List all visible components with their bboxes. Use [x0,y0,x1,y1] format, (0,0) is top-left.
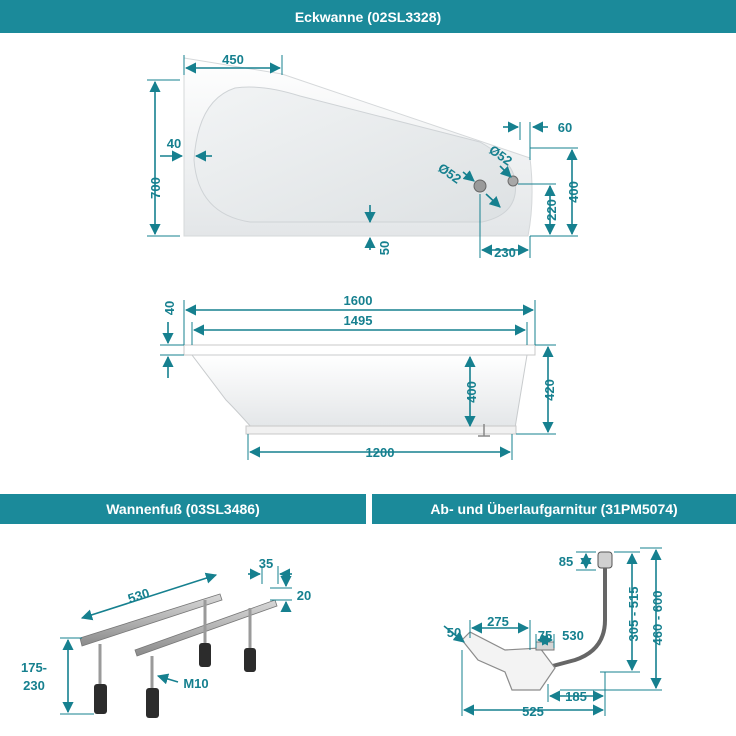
dim-220: 220 [544,199,559,221]
dim-foot-range-line2: 230 [23,678,45,693]
tub-foot-drawing [79,593,278,718]
dim-1200: 1200 [366,445,395,460]
header-foot: Wannenfuß (03SL3486) [0,494,366,524]
dim-drain-460-600: 460 - 600 [650,591,665,646]
tub-side-base [245,425,517,435]
dim-rim-50: 50 [377,241,392,255]
header-tub: Eckwanne (02SL3328) [0,0,736,33]
drain-drawing [461,551,613,691]
dim-drain-525: 525 [522,704,544,719]
dim-400-top: 400 [566,181,581,203]
dim-side-400: 400 [464,381,479,403]
foot-pad-2 [146,688,159,718]
dim-420: 420 [542,379,557,401]
overflow-pipe [544,568,607,670]
dim-700: 700 [148,177,163,199]
dim-450: 450 [222,52,244,67]
dim-drain-185: 185 [565,689,587,704]
dim-foot-range-line1: 175- [21,660,47,675]
dim-drain-75: 75 [538,628,552,643]
dim-drain-305-515: 305 - 515 [626,587,641,642]
drain-plug [535,641,555,651]
dim-side-40: 40 [162,301,177,315]
dim-1600: 1600 [344,293,373,308]
header-foot-label: Wannenfuß (03SL3486) [106,501,260,517]
dim-foot-35: 35 [259,556,273,571]
foot-rail-front [79,593,223,647]
dim-drain-50: 50 [447,625,461,640]
drain-trap [461,631,556,691]
foot-pad-1 [94,684,107,714]
dim-drain-85: 85 [559,554,573,569]
foot-pad-4 [244,648,256,672]
dim-foot-530: 530 [126,585,151,606]
drain-hole-icon [473,179,487,193]
overflow-head [597,551,613,569]
overflow-hole-icon [507,175,519,187]
dim-1495: 1495 [344,313,373,328]
header-tub-label: Eckwanne (02SL3328) [294,8,442,25]
foot-pad-3 [199,643,211,667]
dim-230: 230 [494,245,516,260]
dim-rim-40: 40 [167,136,181,151]
dim-thread-m10: M10 [183,676,208,691]
tub-top-bowl [193,86,517,223]
drain-pipe-icon [478,424,490,437]
dim-60: 60 [558,120,572,135]
tub-side-view [183,344,536,437]
header-drain-label: Ab- und Überlaufgarnitur (31PM5074) [430,501,678,517]
dim-foot-20: 20 [297,588,311,603]
tub-top-view [183,57,533,237]
header-drain: Ab- und Überlaufgarnitur (31PM5074) [372,494,736,524]
dim-drain-275: 275 [487,614,509,629]
tub-side-rim [183,344,536,356]
dim-drain-530: 530 [562,628,584,643]
